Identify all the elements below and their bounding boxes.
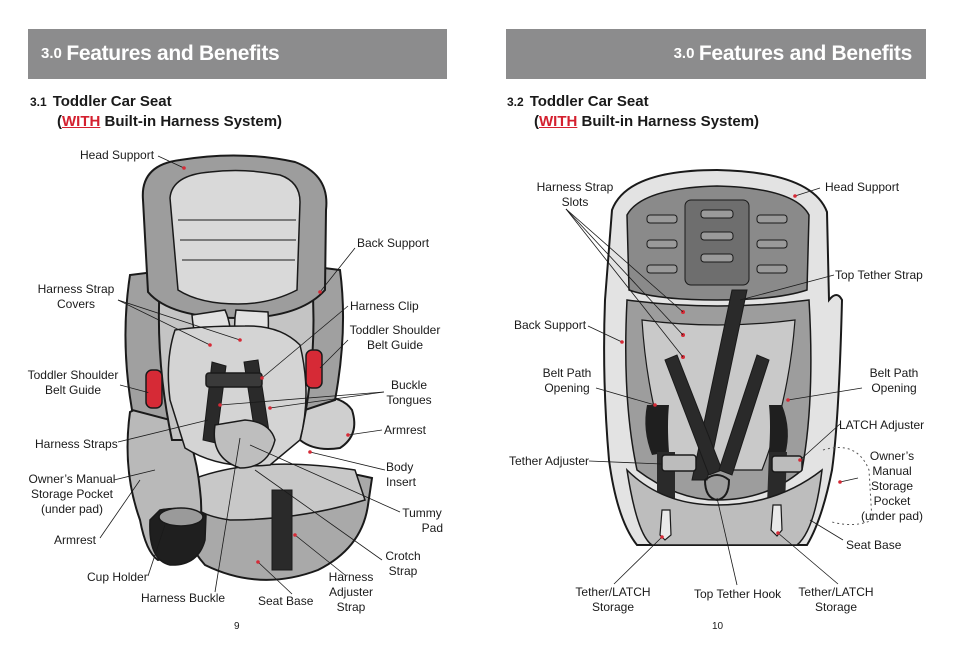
banner-title: Features and Benefits	[698, 42, 912, 65]
label-back-support: Back Support	[357, 236, 430, 250]
section-banner: 3.0 Features and Benefits	[506, 29, 926, 79]
section-number: 3.1	[30, 95, 47, 109]
with-emphasis: WITH	[539, 113, 578, 130]
label-latch-adjuster: LATCH Adjuster	[839, 418, 925, 432]
label-back-support: Back Support	[514, 318, 587, 332]
label-seat-base: Seat Base	[846, 538, 902, 552]
with-emphasis: WITH	[62, 113, 101, 130]
section-title-line1: Toddler Car Seat	[529, 93, 649, 110]
section-banner: 3.0 Features and Benefits	[28, 29, 447, 79]
section-title-line1: Toddler Car Seat	[52, 93, 172, 110]
banner-number: 3.0	[673, 45, 695, 62]
page-number: 10	[712, 621, 724, 632]
right-page: 3.0 Features and Benefits 3.2 Toddler Car…	[477, 0, 954, 660]
label-armrest-left: Armrest	[54, 533, 96, 547]
left-page: 3.0 Features and Benefits 3.1 Toddler Car…	[27, 29, 447, 632]
label-cup-holder: Cup Holder	[87, 570, 148, 584]
label-harness-clip: Harness Clip	[350, 299, 419, 313]
label-harness-buckle: Harness Buckle	[141, 591, 226, 605]
label-harness-straps: Harness Straps	[35, 437, 118, 451]
label-armrest-right: Armrest	[384, 423, 426, 437]
label-head-support: Head Support	[825, 180, 900, 194]
banner-number: 3.0	[41, 45, 62, 62]
label-seat-base: Seat Base	[258, 594, 314, 608]
label-tether-adjuster: Tether Adjuster	[509, 454, 590, 468]
banner-title: Features and Benefits	[66, 42, 280, 65]
label-top-tether-hook: Top Tether Hook	[694, 587, 782, 601]
page-number: 9	[234, 621, 240, 632]
label-top-tether-strap: Top Tether Strap	[835, 268, 923, 282]
section-number: 3.2	[507, 95, 524, 109]
label-head-support: Head Support	[80, 148, 155, 162]
